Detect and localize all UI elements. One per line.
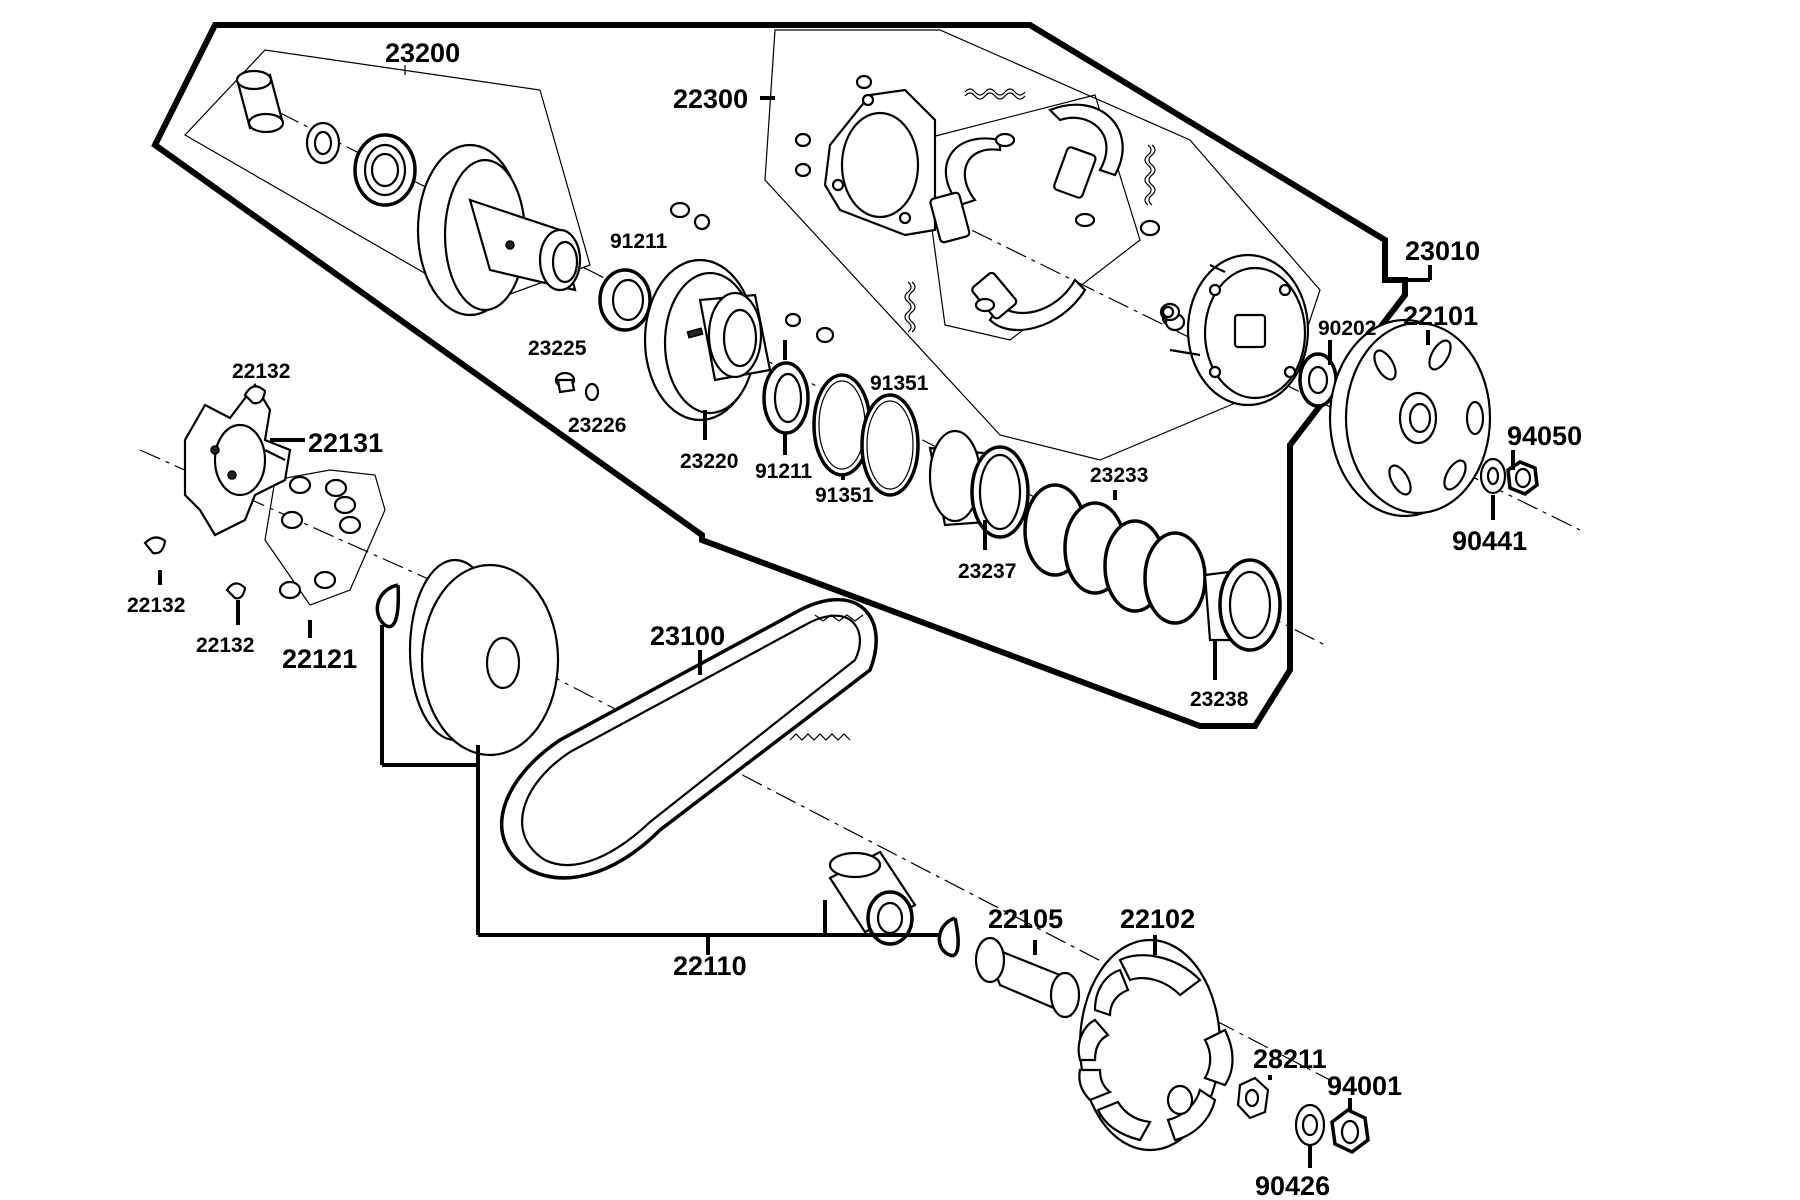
part-label-22132-bottom: 22132 xyxy=(196,634,254,657)
part-label-90441: 90441 xyxy=(1452,526,1527,556)
part-label-23225: 23225 xyxy=(528,337,587,360)
part-label-23233: 23233 xyxy=(1090,464,1148,487)
part-label-91351-lower: 91351 xyxy=(815,484,874,507)
roller-weight-parts xyxy=(278,475,362,600)
part-label-23200: 23200 xyxy=(385,38,460,68)
clutch-hub-part xyxy=(1159,253,1310,407)
part-label-22131: 22131 xyxy=(308,428,383,458)
part-label-94050: 94050 xyxy=(1507,421,1582,451)
part-label-22121: 22121 xyxy=(282,644,357,674)
fan-pulley-part xyxy=(1077,938,1234,1152)
part-label-23226: 23226 xyxy=(568,414,626,437)
guide-pin-part xyxy=(554,201,835,402)
circlip-lower-part xyxy=(937,916,960,958)
part-label-23100: 23100 xyxy=(650,621,725,651)
nut-94001-part xyxy=(1330,1107,1370,1155)
slider-piece-parts xyxy=(143,385,267,600)
part-label-91211-upper: 91211 xyxy=(610,230,668,253)
part-label-22300: 22300 xyxy=(673,84,748,114)
drive-belt-part xyxy=(500,598,878,880)
shoe-spring-right xyxy=(1144,144,1156,206)
washer-part xyxy=(305,121,341,165)
part-label-22102: 22102 xyxy=(1120,904,1195,934)
part-label-22105: 22105 xyxy=(988,904,1063,934)
movable-pulley-face xyxy=(643,258,772,422)
drive-pulley-face xyxy=(408,558,560,757)
oil-seal-part-lower xyxy=(762,361,810,435)
part-label-22101: 22101 xyxy=(1403,301,1478,331)
spacer-28211-part xyxy=(1236,1076,1270,1120)
part-label-90202: 90202 xyxy=(1318,317,1376,340)
clutch-shoe-part xyxy=(929,103,1124,332)
clutch-plate-part xyxy=(823,88,937,237)
bearing-part xyxy=(353,133,417,207)
washer-90441-part xyxy=(1479,457,1507,495)
part-label-22110: 22110 xyxy=(673,951,747,981)
oil-seal-part xyxy=(598,268,652,332)
circlip-upper-part xyxy=(375,583,401,629)
part-label-23237: 23237 xyxy=(958,560,1016,583)
nut-94050-part xyxy=(1506,460,1539,496)
o-ring-part-right xyxy=(860,393,920,497)
drive-bushing-part xyxy=(828,850,917,946)
clutch-assembly-outline xyxy=(151,22,1408,729)
part-label-91351-upper: 91351 xyxy=(870,372,929,395)
clutch-bell-part xyxy=(1328,318,1492,518)
part-label-94001: 94001 xyxy=(1327,1071,1402,1101)
part-label-90426: 90426 xyxy=(1255,1171,1330,1200)
washer-90426-part xyxy=(1294,1103,1326,1147)
shoe-spring-left xyxy=(904,281,916,333)
collar-part xyxy=(928,429,1030,539)
compression-spring-part xyxy=(1023,483,1207,625)
collar-22105-part xyxy=(974,936,1081,1019)
leader-lines xyxy=(158,65,1515,1168)
clutch-nut-part xyxy=(1298,352,1338,408)
part-label-91211-lower: 91211 xyxy=(755,460,813,483)
bushing-part xyxy=(235,69,285,134)
shoe-spring-top xyxy=(964,88,1026,100)
driven-pulley-face xyxy=(416,143,582,317)
ramp-plate-part xyxy=(183,383,292,537)
part-label-23220: 23220 xyxy=(680,450,738,473)
part-label-22132-top: 22132 xyxy=(232,360,290,383)
spring-seat-part xyxy=(1203,558,1282,652)
part-label-23010: 23010 xyxy=(1405,236,1480,266)
part-label-23238: 23238 xyxy=(1190,688,1249,711)
part-label-28211: 28211 xyxy=(1253,1044,1327,1074)
part-label-22132-left: 22132 xyxy=(127,594,185,617)
